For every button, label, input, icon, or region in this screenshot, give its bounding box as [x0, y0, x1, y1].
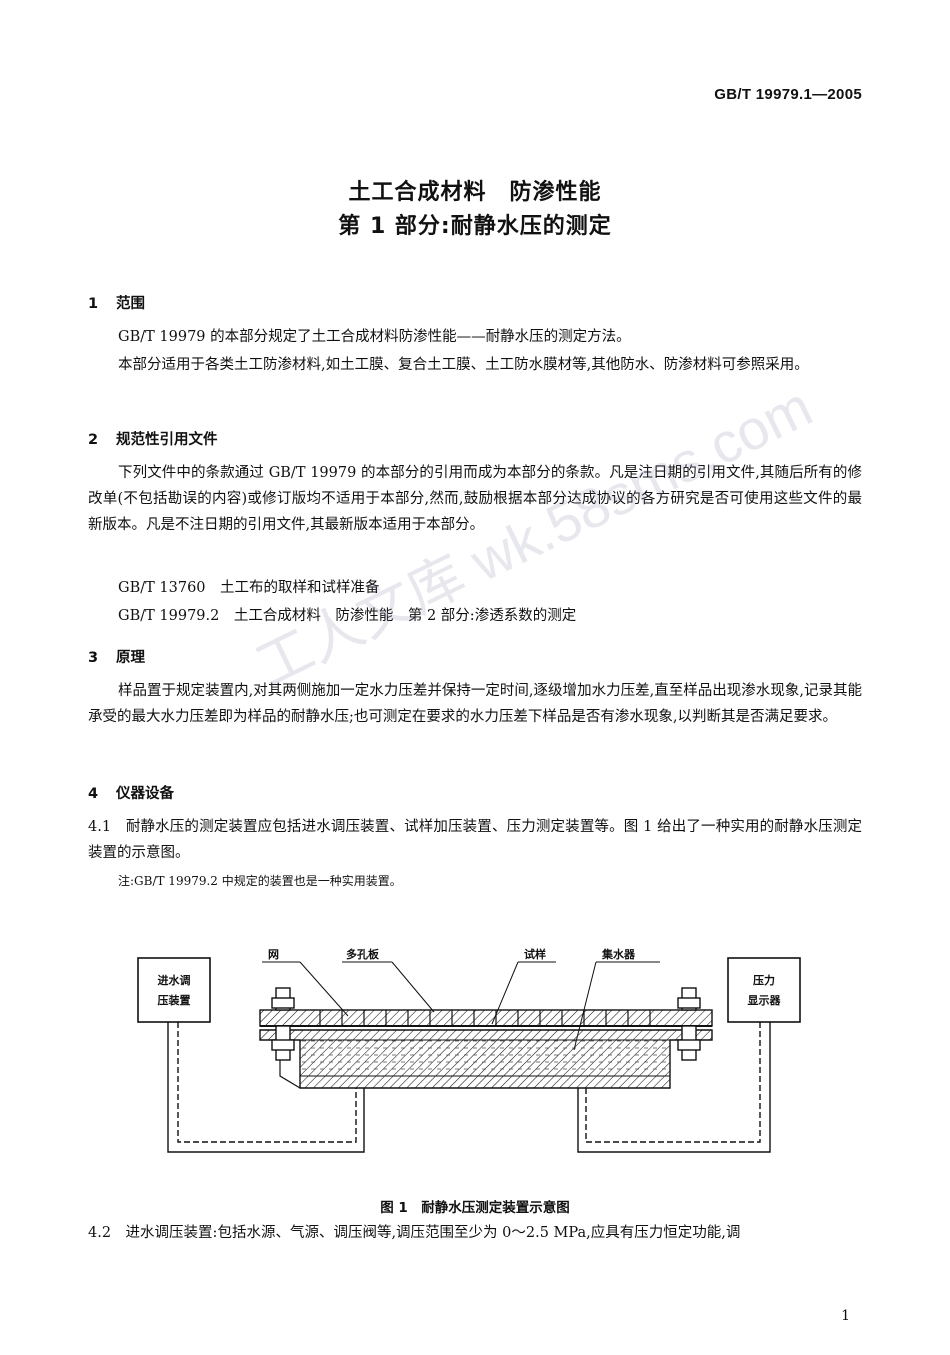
section-1-heading: 1 范围 [88, 292, 145, 313]
paragraph: 4.2 进水调压装置:包括水源、气源、调压阀等,调压范围至少为 0～2.5 MP… [88, 1225, 741, 1241]
bolt-left [271, 987, 295, 1061]
pipes [167, 1022, 771, 1153]
box-label: 显示器 [748, 994, 782, 1007]
reference-item: GB/T 19979.2 土工合成材料 防渗性能 第 2 部分:渗透系数的测定 [118, 608, 577, 624]
section-title: 规范性引用文件 [116, 432, 218, 448]
svg-text:多孔板: 多孔板 [346, 947, 380, 961]
figure-caption: 图 1 耐静水压测定装置示意图 [380, 1200, 570, 1216]
note: 注:GB/T 19979.2 中规定的装置也是一种实用装置。 [118, 874, 402, 888]
label-perforated-plate: 多孔板 [342, 947, 435, 1013]
section-title: 范围 [116, 296, 145, 312]
section-4-heading: 4 仪器设备 [88, 782, 174, 803]
section-number: 1 [88, 296, 99, 312]
inlet-regulator-box: 进水调 压装置 [137, 957, 211, 1023]
paragraph: 下列文件中的条款通过 GB/T 19979 的本部分的引用而成为本部分的条款。凡… [88, 465, 862, 533]
svg-text:试样: 试样 [524, 947, 546, 961]
bolt-right [677, 987, 701, 1061]
title-line-1: 土工合成材料 防渗性能 [348, 180, 602, 205]
clamp-plate [259, 1009, 713, 1031]
title-line-2: 第 1 部分:耐静水压的测定 [338, 214, 612, 239]
box-label: 进水调 [158, 973, 191, 987]
page-number: 1 [841, 1308, 850, 1324]
label-mesh: 网 [262, 948, 349, 1017]
pressure-display-box: 压力 显示器 [727, 957, 801, 1023]
section-3-heading: 3 原理 [88, 646, 145, 667]
label-sample: 试样 [491, 947, 556, 1025]
standard-code: GB/T 19979.1—2005 [714, 86, 862, 103]
section-number: 3 [88, 650, 99, 666]
paragraph: GB/T 19979 的本部分规定了土工合成材料防渗性能——耐静水压的测定方法。 [118, 329, 631, 345]
paragraph: 本部分适用于各类土工防渗材料,如土工膜、复合土工膜、土工防水膜材等,其他防水、防… [118, 357, 809, 373]
section-2-heading: 2 规范性引用文件 [88, 428, 218, 449]
pressure-chamber [259, 1029, 713, 1089]
paragraph: 4.1 耐静水压的测定装置应包括进水调压装置、试样加压装置、压力测定装置等。图 … [88, 819, 862, 861]
box-label: 压力 [753, 973, 775, 987]
apparatus-diagram: 进水调 压装置 压力 显示器 [137, 947, 801, 1153]
reference-item: GB/T 13760 土工布的取样和试样准备 [118, 580, 380, 596]
section-number: 4 [88, 786, 99, 802]
section-number: 2 [88, 432, 99, 448]
svg-text:集水器: 集水器 [601, 947, 636, 961]
section-title: 仪器设备 [116, 786, 174, 802]
label-water-collector: 集水器 [573, 947, 660, 1051]
svg-text:网: 网 [268, 948, 279, 961]
paragraph: 样品置于规定装置内,对其两侧施加一定水力压差并保持一定时间,逐级增加水力压差,直… [88, 683, 862, 725]
section-title: 原理 [116, 650, 145, 666]
perforated-plate-holes [319, 1010, 651, 1026]
box-label: 压装置 [158, 993, 191, 1007]
